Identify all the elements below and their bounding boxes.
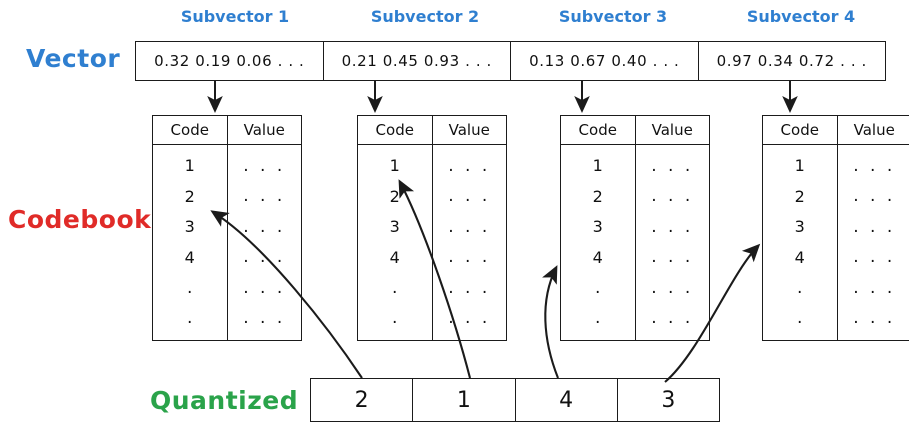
codebook-col-header-code-3: Code <box>561 116 636 144</box>
codebook-code-column-3: 1 2 3 4 . . <box>561 145 636 340</box>
codebook-code-cell: 1 <box>794 156 805 176</box>
codebook-col-header-value-4: Value <box>853 121 895 139</box>
codebook-code-cell: 4 <box>794 247 805 267</box>
codebook-value-cell: . . . <box>651 155 694 176</box>
codebook-value-cell: . . . <box>448 216 491 237</box>
vector-subvector-cell-2: 0.21 0.45 0.93 . . . <box>324 42 511 80</box>
quantized-code-cell-1: 2 <box>311 379 414 421</box>
codebook-col-header-value-2: Value <box>448 121 490 139</box>
codebook-code-cell: 1 <box>592 156 603 176</box>
codebook-code-cell: 3 <box>184 217 195 237</box>
vector-subvector-cell-1: 0.32 0.19 0.06 . . . <box>136 42 324 80</box>
codebook-value-cell: . . . <box>448 155 491 176</box>
quantized-row-label: Quantized <box>150 386 299 415</box>
vector-subvector-cell-4: 0.97 0.34 0.72 . . . <box>716 52 867 70</box>
codebook-code-cell: . <box>187 277 193 298</box>
codebook-code-cell: 4 <box>592 247 603 267</box>
codebook-value-cell: . . . <box>243 186 286 207</box>
quantized-code-cell-2: 1 <box>413 379 516 421</box>
codebook-table-1: Code Value 1 2 3 4 . . . . . . . . . . .… <box>152 115 302 341</box>
codebook-code-cell: 3 <box>389 217 400 237</box>
codebook-value-cell: . . . <box>651 186 694 207</box>
codebook-body-3: 1 2 3 4 . . . . . . . . . . . . . . . . … <box>561 145 709 340</box>
subvector-header-2: Subvector 2 <box>370 7 480 26</box>
codebook-row-label: Codebook <box>8 205 152 234</box>
codebook-code-cell: . <box>595 308 601 329</box>
codebook-code-column-4: 1 2 3 4 . . <box>763 145 838 340</box>
codebook-code-cell: . <box>595 277 601 298</box>
codebook-col-header-value-3: Value <box>651 121 693 139</box>
codebook-value-cell: . . . <box>853 155 896 176</box>
codebook-header-row-1: Code Value <box>153 116 301 145</box>
codebook-col-header-code-1: Code <box>153 116 228 144</box>
codebook-header-row-2: Code Value <box>358 116 506 145</box>
codebook-code-cell: . <box>187 308 193 329</box>
subvector-header-4: Subvector 4 <box>746 7 856 26</box>
subvector-header-3: Subvector 3 <box>558 7 668 26</box>
codebook-code-cell: 3 <box>794 217 805 237</box>
codebook-code-cell: 2 <box>794 186 805 206</box>
codebook-code-cell: . <box>392 308 398 329</box>
codebook-body-2: 1 2 3 4 . . . . . . . . . . . . . . . . … <box>358 145 506 340</box>
codebook-header-row-4: Code Value <box>763 116 909 145</box>
codebook-value-column-4: . . . . . . . . . . . . . . . . . . <box>838 145 909 340</box>
codebook-code-cell: 3 <box>592 217 603 237</box>
codebook-value-cell: . . . <box>651 308 694 329</box>
codebook-value-cell: . . . <box>853 277 896 298</box>
codebook-value-cell: . . . <box>651 247 694 268</box>
codebook-table-4: Code Value 1 2 3 4 . . . . . . . . . . .… <box>762 115 909 341</box>
codebook-code-column-1: 1 2 3 4 . . <box>153 145 228 340</box>
codebook-header-row-3: Code Value <box>561 116 709 145</box>
codebook-value-cell: . . . <box>651 277 694 298</box>
codebook-code-cell: 2 <box>592 186 603 206</box>
codebook-col-header-value-1: Value <box>243 121 285 139</box>
codebook-value-cell: . . . <box>243 216 286 237</box>
codebook-value-cell: . . . <box>853 186 896 207</box>
codebook-value-cell: . . . <box>243 277 286 298</box>
codebook-col-header-code-4: Code <box>763 116 838 144</box>
codebook-value-cell: . . . <box>448 277 491 298</box>
codebook-code-cell: 1 <box>389 156 400 176</box>
codebook-value-cell: . . . <box>448 247 491 268</box>
codebook-value-cell: . . . <box>853 308 896 329</box>
vector-subvector-cell-3: 0.13 0.67 0.40 . . . <box>511 42 699 80</box>
codebook-value-column-3: . . . . . . . . . . . . . . . . . . <box>636 145 710 340</box>
codebook-code-cell: . <box>797 308 803 329</box>
vector-strip: 0.32 0.19 0.06 . . . 0.21 0.45 0.93 . . … <box>135 41 886 81</box>
codebook-code-cell: . <box>392 277 398 298</box>
codebook-value-cell: . . . <box>448 308 491 329</box>
codebook-table-2: Code Value 1 2 3 4 . . . . . . . . . . .… <box>357 115 507 341</box>
codebook-value-cell: . . . <box>243 155 286 176</box>
subvector-header-1: Subvector 1 <box>180 7 290 26</box>
codebook-code-cell: 4 <box>184 247 195 267</box>
codebook-value-cell: . . . <box>448 186 491 207</box>
codebook-value-cell: . . . <box>243 308 286 329</box>
codebook-code-column-2: 1 2 3 4 . . <box>358 145 433 340</box>
codebook-value-cell: . . . <box>853 247 896 268</box>
codebook-body-4: 1 2 3 4 . . . . . . . . . . . . . . . . … <box>763 145 909 340</box>
quantized-strip: 2 1 4 3 <box>310 378 720 422</box>
codebook-value-cell: . . . <box>853 216 896 237</box>
codebook-body-1: 1 2 3 4 . . . . . . . . . . . . . . . . … <box>153 145 301 340</box>
codebook-code-cell: 4 <box>389 247 400 267</box>
arrow-quantized-3-to-codebook-3-code-4 <box>542 265 559 379</box>
codebook-code-cell: 2 <box>184 186 195 206</box>
quantized-code-cell-3: 4 <box>516 379 618 421</box>
codebook-table-3: Code Value 1 2 3 4 . . . . . . . . . . .… <box>560 115 710 341</box>
codebook-col-header-code-2: Code <box>358 116 433 144</box>
codebook-value-cell: . . . <box>651 216 694 237</box>
codebook-value-column-1: . . . . . . . . . . . . . . . . . . <box>228 145 302 340</box>
codebook-value-column-2: . . . . . . . . . . . . . . . . . . <box>433 145 507 340</box>
codebook-code-cell: 1 <box>184 156 195 176</box>
quantized-code-cell-4: 3 <box>661 387 676 413</box>
vector-row-label: Vector <box>26 44 121 73</box>
codebook-code-cell: 2 <box>389 186 400 206</box>
codebook-code-cell: . <box>797 277 803 298</box>
codebook-value-cell: . . . <box>243 247 286 268</box>
